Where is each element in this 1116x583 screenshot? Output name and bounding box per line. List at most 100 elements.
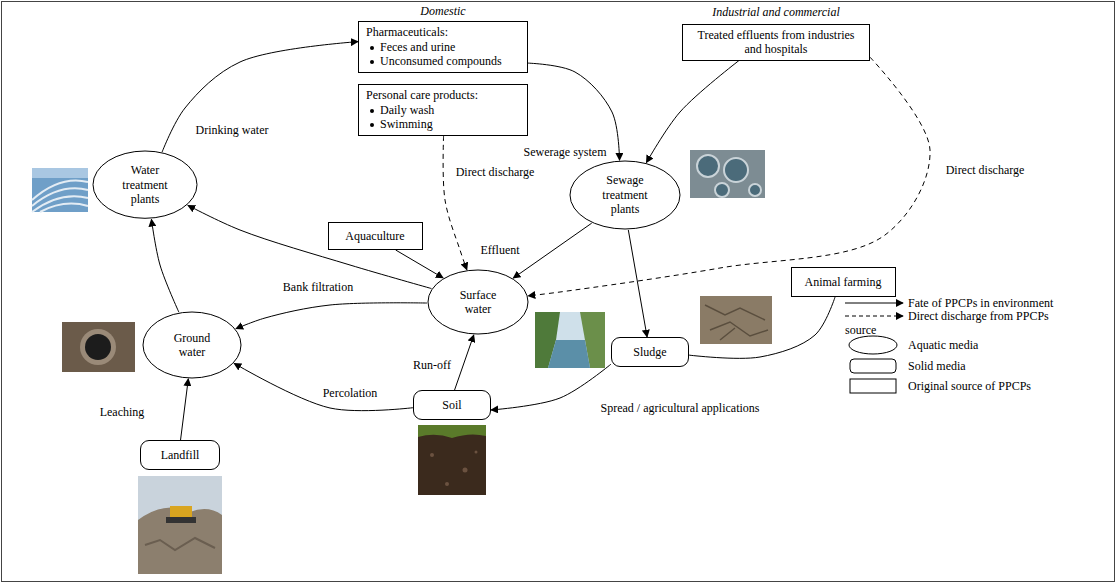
edge-label: Drinking water	[194, 123, 271, 137]
photo-sky	[535, 312, 605, 368]
waste-texture	[145, 538, 215, 550]
photo-ground	[32, 168, 88, 212]
flow-arrow	[236, 303, 427, 329]
photo-ground	[690, 150, 765, 198]
photo-ground	[700, 296, 772, 344]
ellipse-shape	[570, 161, 680, 229]
photo-sky	[138, 476, 222, 574]
box-heading: Pharmaceuticals:	[366, 25, 520, 39]
water-treatment-photo	[32, 168, 88, 212]
text-holder: Ground water	[166, 331, 218, 360]
text-holder: Landfill	[161, 448, 200, 462]
edge-label: Sewerage system	[522, 145, 609, 159]
list-text: Swimming	[380, 117, 433, 131]
edge-label: Percolation	[321, 386, 380, 400]
text-holder: Pharmaceuticals:Feces and urineUnconsume…	[366, 25, 520, 68]
legend-sample	[850, 359, 896, 373]
tank-symbol	[697, 155, 719, 177]
source-box: Pharmaceuticals:Feces and urineUnconsume…	[358, 21, 528, 73]
aquatic-ellipse: Ground water	[142, 311, 242, 379]
node-text: Ground water	[166, 331, 218, 360]
text-holder: Personal care products:Daily washSwimmin…	[366, 88, 520, 131]
text-holder: Water treatment plants	[113, 163, 177, 206]
source-box: Aquaculture	[328, 222, 423, 250]
source-box: Animal farming	[791, 267, 896, 297]
dashed-arrow	[528, 57, 930, 296]
node-text: Soil	[442, 398, 461, 412]
connector-group	[151, 42, 930, 440]
node-text: Treated effluents from industries and ho…	[690, 28, 862, 57]
river-shape	[548, 340, 590, 368]
legend-text: Solid media	[908, 359, 966, 373]
flow-arrow	[455, 335, 474, 390]
bullet-item: Daily wash	[366, 103, 520, 117]
sludge-photo	[700, 296, 772, 344]
pipe-lines	[32, 180, 88, 212]
photo-sky	[32, 168, 88, 178]
soil-grain	[445, 482, 449, 486]
bullet-item: Swimming	[366, 117, 520, 131]
legend-text: Direct discharge from PPCPs source	[845, 309, 1070, 338]
legend-sample	[849, 336, 897, 354]
node-text: Sewage treatment plants	[593, 173, 657, 216]
legend-sample	[845, 303, 903, 304]
bullet-dot	[370, 123, 374, 127]
solid-box: Soil	[413, 390, 491, 420]
node-text: Water treatment plants	[113, 163, 177, 206]
photo-ground	[418, 425, 486, 495]
solid-box: Sludge	[611, 337, 689, 367]
edge-label: Direct discharge	[944, 163, 1027, 177]
edge-label: Run-off	[411, 358, 453, 372]
bullet-dot	[370, 109, 374, 113]
legend-text: Fate of PPCPs in environment	[908, 296, 1053, 310]
flow-arrow	[628, 230, 647, 337]
bullet-item: Feces and urine	[366, 40, 520, 54]
edge-label: Direct discharge	[454, 165, 537, 179]
legend-sample	[845, 316, 903, 317]
aquatic-ellipse: Sewage treatment plants	[569, 160, 681, 230]
group-heading: Industrial and commercial	[712, 5, 840, 19]
tank-symbol	[749, 184, 761, 196]
edge-label: Bank filtration	[281, 280, 355, 294]
soil-grain	[430, 453, 434, 457]
landfill-photo	[138, 476, 222, 574]
node-text: Animal farming	[805, 275, 882, 289]
bullet-dot	[370, 46, 374, 50]
waste-heap	[138, 508, 222, 575]
node-text: Landfill	[161, 448, 200, 462]
list-text: Daily wash	[380, 103, 434, 117]
flow-arrow	[151, 219, 178, 312]
text-holder: Treated effluents from industries and ho…	[690, 28, 862, 57]
ellipse-shape	[428, 270, 528, 334]
list-text: Feces and urine	[380, 40, 455, 54]
flow-arrow	[396, 250, 443, 278]
dashed-arrow	[443, 136, 467, 270]
soil-photo	[418, 425, 486, 495]
source-box: Personal care products:Daily washSwimmin…	[358, 84, 528, 136]
node-text: Sludge	[633, 345, 666, 359]
legend-text: Aquatic media	[908, 338, 978, 352]
bulldozer-body	[170, 506, 192, 518]
bullet-item: Unconsumed compounds	[366, 54, 520, 68]
flow-arrow	[491, 364, 611, 410]
aquatic-ellipse: Water treatment plants	[92, 150, 198, 219]
legend-sample	[850, 379, 896, 393]
group-heading: Domestic	[420, 4, 465, 18]
ellipse-shape	[143, 312, 241, 378]
flow-arrow	[513, 223, 592, 278]
flow-arrow	[689, 297, 835, 358]
text-holder: Sludge	[633, 345, 666, 359]
legend-samples	[845, 303, 903, 393]
well-rim	[80, 329, 116, 365]
ellipse-shape	[93, 151, 197, 218]
flow-arrow	[188, 205, 432, 288]
bulldozer-track	[166, 517, 196, 523]
solid-box: Landfill	[140, 440, 220, 470]
legend-text: Original source of PPCPs	[908, 379, 1031, 393]
flow-arrow	[646, 61, 739, 163]
ground-water-photo	[62, 322, 135, 372]
text-holder: Sewage treatment plants	[593, 173, 657, 216]
